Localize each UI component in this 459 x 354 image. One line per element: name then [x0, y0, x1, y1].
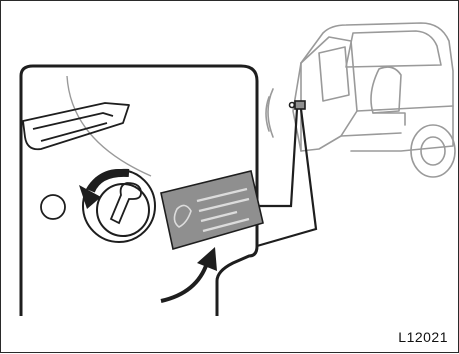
pillar-label-marker — [290, 101, 306, 109]
door-bumper — [41, 195, 65, 219]
callout-connector — [257, 109, 316, 246]
door-frame-edge — [67, 76, 151, 176]
pointer-arrow-icon — [161, 247, 217, 301]
door-latch — [23, 103, 129, 149]
figure-code: L12021 — [398, 329, 448, 345]
information-label — [161, 171, 263, 249]
